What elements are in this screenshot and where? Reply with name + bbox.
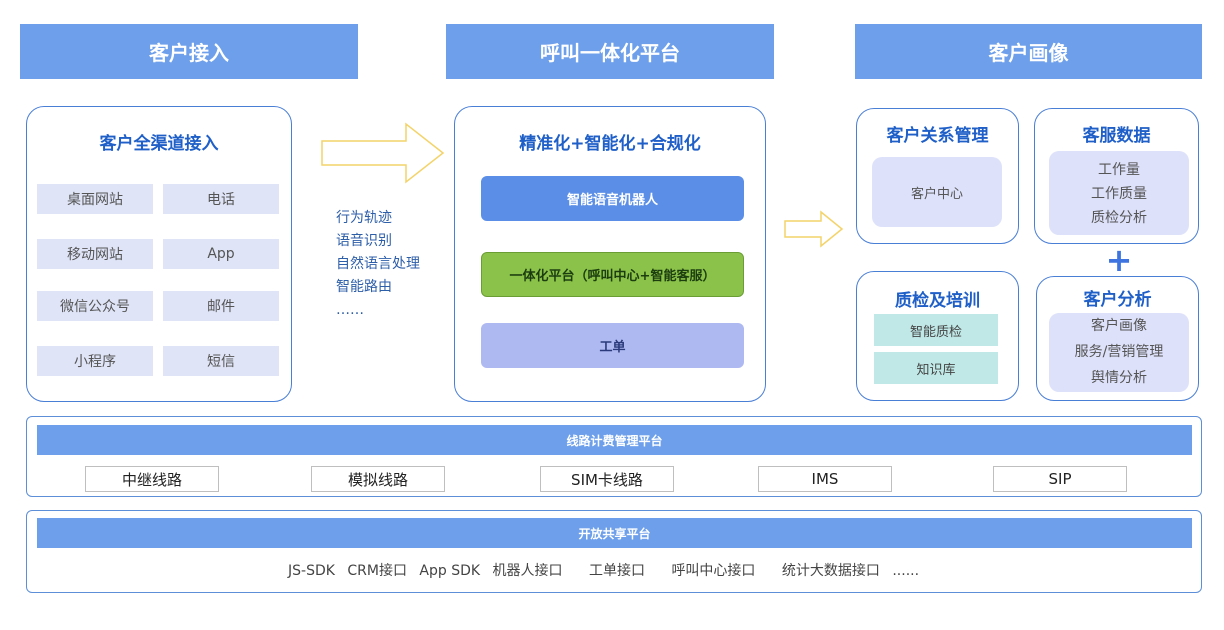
service-data-item: 质检分析 [1091, 210, 1147, 226]
channel-chip: 小程序 [37, 346, 153, 376]
qc-training-title: 质检及培训 [895, 291, 980, 311]
api-item: CRM接口 [347, 563, 407, 579]
customer-analysis-box: 客户画像 服务/营销管理 舆情分析 [1049, 313, 1189, 392]
arrow-right-icon [321, 122, 445, 184]
plus-icon: + [1105, 241, 1133, 279]
smart-qc-box: 智能质检 [874, 314, 998, 346]
channel-chip: 邮件 [163, 291, 279, 321]
capability-text: 智能路由 [336, 279, 392, 295]
service-data-item: 工作量 [1098, 162, 1140, 178]
channel-chip: App [163, 239, 279, 269]
crm-title: 客户关系管理 [886, 126, 989, 146]
line-type-box: 模拟线路 [311, 466, 445, 492]
service-data-item: 工作质量 [1091, 186, 1147, 202]
channel-chip: 短信 [163, 346, 279, 376]
capability-text: 行为轨迹 [336, 210, 392, 226]
line-type-box: SIM卡线路 [540, 466, 674, 492]
customer-center-box: 客户中心 [872, 157, 1002, 227]
service-data-title: 客服数据 [1082, 126, 1151, 146]
integrated-platform-bar: 一体化平台（呼叫中心+智能客服） [481, 252, 744, 297]
open-platform-title: 开放共享平台 [37, 518, 1192, 548]
header-call-platform: 呼叫一体化平台 [446, 24, 774, 79]
analysis-item: 舆情分析 [1091, 370, 1147, 386]
customer-analysis-title: 客户分析 [1083, 290, 1152, 310]
line-type-box: IMS [758, 466, 892, 492]
service-data-box: 工作量 工作质量 质检分析 [1049, 151, 1189, 235]
channel-chip: 微信公众号 [37, 291, 153, 321]
header-customer-portrait: 客户画像 [855, 24, 1202, 79]
omni-channel-title: 客户全渠道接入 [99, 134, 219, 154]
line-billing-title: 线路计费管理平台 [37, 425, 1192, 455]
line-type-box: 中继线路 [85, 466, 219, 492]
api-item: App SDK [419, 563, 481, 579]
line-type-box: SIP [993, 466, 1127, 492]
api-item: 工单接口 [588, 563, 645, 579]
api-item: JS-SDK [288, 563, 335, 579]
capability-text: 语音识别 [336, 233, 392, 249]
ticket-bar: 工单 [481, 323, 744, 368]
channel-chip: 电话 [163, 184, 279, 214]
api-item: 统计大数据接口 [781, 563, 880, 579]
capability-text: 自然语言处理 [336, 256, 420, 272]
channel-chip: 桌面网站 [37, 184, 153, 214]
header-customer-access: 客户接入 [20, 24, 358, 79]
api-item: 机器人接口 [492, 563, 563, 579]
platform-slogan: 精准化+智能化+合规化 [519, 134, 701, 154]
analysis-item: 客户画像 [1091, 318, 1147, 334]
channel-chip: 移动网站 [37, 239, 153, 269]
voice-robot-bar: 智能语音机器人 [481, 176, 744, 221]
api-list: JS-SDK CRM接口 App SDK 机器人接口 工单接口 呼叫中心接口 统… [288, 560, 927, 580]
api-item: ...... [892, 563, 920, 579]
capability-ellipsis: …… [336, 302, 364, 318]
knowledge-base-box: 知识库 [874, 352, 998, 384]
analysis-item: 服务/营销管理 [1074, 344, 1164, 360]
arrow-right-icon [784, 210, 844, 248]
api-item: 呼叫中心接口 [671, 563, 756, 579]
